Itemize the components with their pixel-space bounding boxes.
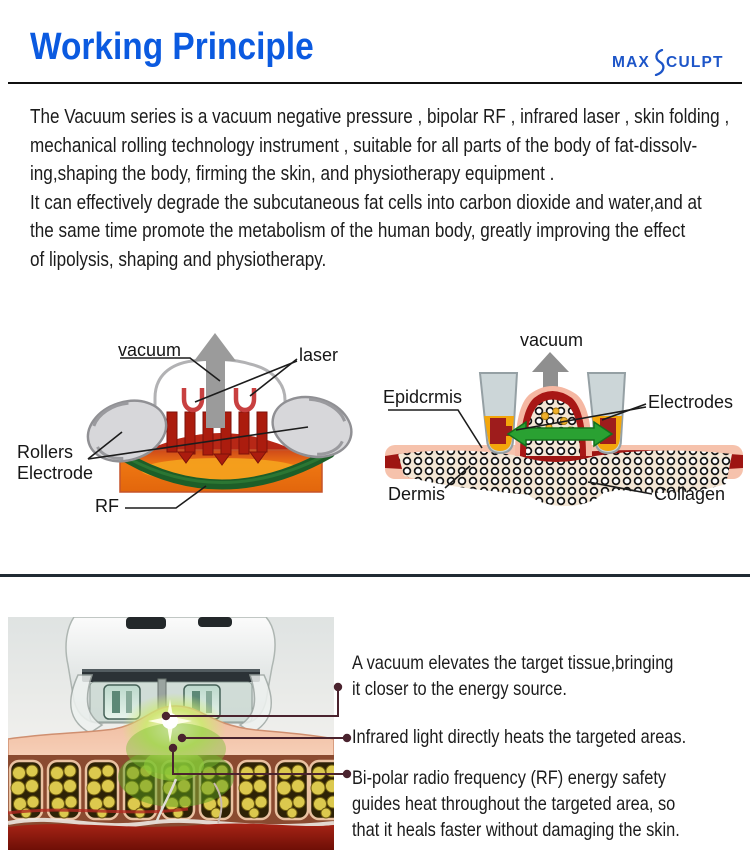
benefit-list: A vacuum elevates the target tissue,brin… bbox=[352, 650, 686, 858]
pointer-lines bbox=[87, 357, 309, 509]
brand-logo-prefix: MAX bbox=[612, 53, 651, 71]
label-rf: RF bbox=[95, 496, 119, 516]
laser-emitters bbox=[181, 388, 257, 413]
intro-line: The Vacuum series is a vacuum negative p… bbox=[30, 106, 730, 128]
vacuum-fold-diagram bbox=[385, 352, 743, 506]
vacuum-arrow bbox=[194, 333, 236, 428]
benefit-line: Bi-polar radio frequency (RF) energy saf… bbox=[352, 767, 667, 789]
collagen-bulge bbox=[523, 462, 607, 506]
label-electrodes: Electrodes bbox=[648, 392, 734, 412]
rf-energy-band-highlight bbox=[125, 453, 327, 484]
label-dermis: Dermis bbox=[388, 484, 445, 504]
label-vacuum-right: vacuum bbox=[520, 330, 584, 350]
vacuum-arrow bbox=[532, 352, 569, 391]
benefit-item-rf: Bi-polar radio frequency (RF) energy saf… bbox=[352, 765, 686, 843]
intro-line: mechanical rolling technology instrument… bbox=[30, 134, 698, 157]
section-divider bbox=[0, 574, 750, 577]
header-divider bbox=[8, 82, 742, 84]
skin-fold-comb bbox=[166, 411, 268, 466]
label-collagen: Collagen bbox=[654, 484, 726, 504]
intro-line: the same time promote the metabolism of … bbox=[30, 220, 686, 243]
intro-line: of lipolysis, shaping and physiotherapy. bbox=[30, 248, 327, 271]
intro-line: It can effectively degrade the subcutane… bbox=[30, 191, 702, 214]
label-laser: laser bbox=[299, 345, 339, 365]
pointer-lines bbox=[388, 403, 653, 495]
left-suction-cup bbox=[478, 372, 519, 455]
page-title: Working Principle bbox=[30, 26, 314, 68]
brand-logo-suffix: CULPT bbox=[666, 53, 724, 71]
label-vacuum-left: vacuum bbox=[118, 340, 182, 360]
brand-s-curve-icon bbox=[654, 49, 665, 76]
label-rollers: Rollers bbox=[17, 442, 74, 462]
brand-logo: MAX CULPT bbox=[612, 49, 724, 76]
benefit-line: A vacuum elevates the target tissue,brin… bbox=[352, 652, 674, 674]
intro-paragraph: The Vacuum series is a vacuum negative p… bbox=[30, 103, 729, 275]
vascular-base bbox=[8, 823, 334, 850]
label-electrode: Electrode bbox=[17, 463, 94, 483]
intro-line: ing,shaping the body, firming the skin, … bbox=[30, 163, 555, 186]
benefit-item-vacuum: A vacuum elevates the target tissue,brin… bbox=[352, 650, 686, 702]
right-roller bbox=[271, 395, 353, 459]
benefit-line: Infrared light directly heats the target… bbox=[352, 726, 687, 748]
benefit-item-infrared: Infrared light directly heats the target… bbox=[352, 724, 686, 750]
treatment-photo bbox=[8, 617, 334, 850]
label-epidermis: Epidcrmis bbox=[383, 387, 463, 407]
benefit-line: guides heat throughout the targeted area… bbox=[352, 793, 676, 815]
label-rollers-electrode: Rollers Electrode bbox=[17, 442, 93, 484]
benefit-line: it closer to the energy source. bbox=[352, 678, 567, 700]
benefit-line: that it heals faster without damaging th… bbox=[352, 819, 680, 841]
left-electrode bbox=[490, 418, 506, 444]
roller-rf-diagram bbox=[86, 333, 353, 509]
callout-connectors bbox=[161, 682, 352, 779]
rf-bipolar-arrow bbox=[506, 420, 614, 448]
